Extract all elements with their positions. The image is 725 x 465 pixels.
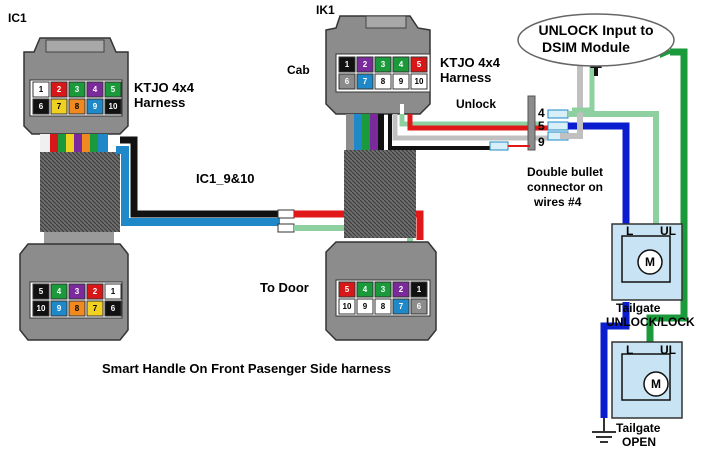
double-bullet-label-1: Double bullet <box>527 165 603 179</box>
pin-label: 10 <box>415 77 424 86</box>
pin-label: 10 <box>37 304 46 313</box>
wire-number-4: 4 <box>538 106 545 120</box>
diagram-caption: Smart Handle On Front Pasenger Side harn… <box>102 361 391 376</box>
ic1-bottom-connector: 5 4 3 2 1 10 9 8 7 6 <box>19 243 129 341</box>
ic1-label: IC1 <box>8 11 27 25</box>
pin-label: 10 <box>343 302 352 311</box>
ic1-wires <box>116 136 424 242</box>
pin-label: 6 <box>417 302 422 311</box>
pin-label: 1 <box>111 287 116 296</box>
pin-label: 2 <box>57 85 62 94</box>
right-harness-label-2: Harness <box>440 70 491 85</box>
pin-label: 2 <box>399 285 404 294</box>
pin-label: 1 <box>345 60 350 69</box>
pin-label: 8 <box>381 77 386 86</box>
unlock-wire-label: Unlock <box>456 97 496 111</box>
double-bullet-label-3: wires #4 <box>533 195 582 209</box>
tailgate-unlock-motor: L UL M <box>611 223 683 301</box>
left-harness-label-2: Harness <box>134 95 185 110</box>
right-wires <box>560 46 688 443</box>
pin-label: 5 <box>111 85 116 94</box>
ic1-pins-label: IC1_9&10 <box>196 171 255 186</box>
ik1-right-wires <box>388 104 560 150</box>
pin-label: 6 <box>111 304 116 313</box>
pin-label: 7 <box>93 304 98 313</box>
motor-label-l: L <box>626 224 633 238</box>
dsim-callout: UNLOCK Input to DSIM Module <box>517 13 675 67</box>
pin-label: 9 <box>363 302 368 311</box>
pin-label: 5 <box>417 60 422 69</box>
pin-label: 9 <box>399 77 404 86</box>
double-bullet-label-2: connector on <box>527 180 603 194</box>
pin-label: 7 <box>363 77 368 86</box>
tailgate-open-motor: L UL M <box>611 341 683 419</box>
pin-label: 10 <box>109 102 118 111</box>
motor-label-l: L <box>626 343 633 357</box>
pin-label: 9 <box>57 304 62 313</box>
ic1-top-pins: 1 2 3 4 5 6 7 8 9 10 <box>32 81 122 115</box>
pin-label: 3 <box>381 60 386 69</box>
motor-symbol: M <box>651 377 661 391</box>
tailgate-unlock-label-2: UNLOCK/LOCK <box>606 315 695 329</box>
pin-label: 8 <box>75 102 80 111</box>
pin-label: 7 <box>57 102 62 111</box>
tailgate-open-label-1: Tailgate <box>616 421 661 435</box>
pin-label: 4 <box>399 60 404 69</box>
left-harness-label-1: KTJO 4x4 <box>134 80 195 95</box>
pin-label: 7 <box>399 302 404 311</box>
tailgate-unlock-label-1: Tailgate <box>616 301 661 315</box>
pin-label: 1 <box>39 85 44 94</box>
door-connector: 5 4 3 2 1 10 9 8 7 6 <box>325 241 437 341</box>
pin-label: 3 <box>381 285 386 294</box>
wire-number-9: 9 <box>538 135 545 149</box>
pin-label: 9 <box>93 102 98 111</box>
pin-label: 4 <box>363 285 368 294</box>
callout-line-2: DSIM Module <box>542 39 630 55</box>
tailgate-open-label-2: OPEN <box>622 435 656 449</box>
pin-label: 8 <box>75 304 80 313</box>
ik1-connector: 1 2 3 4 5 6 7 8 9 10 <box>325 15 431 115</box>
pin-label: 6 <box>345 77 350 86</box>
motor-label-ul: UL <box>660 343 676 357</box>
to-door-label: To Door <box>260 280 309 295</box>
pin-label: 5 <box>39 287 44 296</box>
pin-label: 4 <box>93 85 98 94</box>
pin-label: 6 <box>39 102 44 111</box>
ic1-loom <box>40 134 120 244</box>
cab-label: Cab <box>287 63 310 77</box>
ik1-label: IK1 <box>316 3 335 17</box>
pin-label: 1 <box>417 285 422 294</box>
pin-label: 5 <box>345 285 350 294</box>
ik1-loom <box>344 114 416 238</box>
pin-label: 2 <box>93 287 98 296</box>
pin-label: 3 <box>75 287 80 296</box>
pin-label: 4 <box>57 287 62 296</box>
pin-label: 3 <box>75 85 80 94</box>
wire-number-5: 5 <box>538 119 545 133</box>
right-harness-label-1: KTJO 4x4 <box>440 55 501 70</box>
motor-label-ul: UL <box>660 224 676 238</box>
pin-label: 2 <box>363 60 368 69</box>
pin-label: 8 <box>381 302 386 311</box>
motor-symbol: M <box>645 255 655 269</box>
callout-line-1: UNLOCK Input to <box>538 22 653 38</box>
